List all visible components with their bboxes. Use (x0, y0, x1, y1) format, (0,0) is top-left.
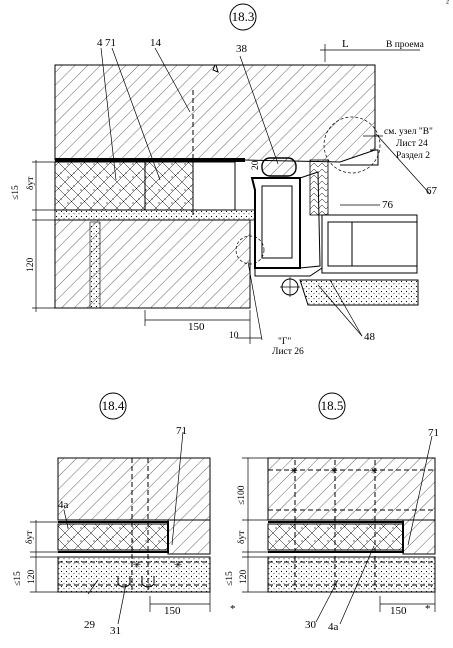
label-30: 30 (305, 619, 317, 631)
detail-18-3: 18.3 (11, 3, 438, 357)
detail-18-3-title-circle (229, 3, 257, 31)
node-B-circle (323, 116, 381, 174)
dim-150-18-5: 150 (390, 605, 407, 617)
label-4a-18-4: 4а (58, 499, 69, 511)
insulation-14-gap (192, 161, 236, 211)
mortar-layer (54, 209, 256, 221)
node-ref-line3: Раздел 2 (396, 151, 430, 161)
star-18-5: * (425, 603, 431, 615)
insulation-4 (54, 161, 146, 211)
page-marker: ² (446, 0, 449, 9)
svg-text:✳: ✳ (133, 560, 141, 571)
dim-15-18-4: ≤15 (13, 571, 23, 586)
label-48: 48 (364, 331, 376, 343)
block-30 (267, 556, 436, 593)
node-ref-line2: Лист 24 (396, 139, 428, 149)
dim-15-18-5: ≤15 (225, 571, 235, 586)
window-sash (321, 214, 418, 274)
dim-120-18-5: 120 (239, 570, 249, 585)
label-L: L (342, 38, 349, 50)
wood-frame-76 (309, 159, 329, 216)
lower-wall (54, 219, 251, 309)
dim-dyt: δут (26, 176, 36, 190)
dim-15: ≤15 (11, 185, 21, 200)
window-frame (250, 177, 301, 269)
insulation-71-18-5 (402, 519, 436, 555)
dim-150-18-4: 150 (164, 605, 181, 617)
dim-dyt-18-5: δут (237, 530, 247, 544)
dim-100-18-5: ≤100 (237, 485, 247, 505)
label-20: 20 (251, 160, 261, 170)
node-G-circle (235, 235, 265, 265)
insulation-71-18-4 (167, 519, 211, 555)
svg-text:✳: ✳ (174, 560, 182, 571)
seal-strip (55, 158, 245, 162)
dim-10: 10 (229, 331, 239, 341)
label-4a-18-5: 4а (328, 621, 339, 633)
mortar-column (89, 221, 101, 309)
svg-text:✳: ✳ (290, 466, 298, 477)
detail-18-5: 18.5 ✳ ✳ ✳ 71 30 4а ≤100 δут ≤ (225, 392, 439, 633)
dim-dyt-18-4: δут (25, 530, 35, 544)
label-71: 71 (105, 37, 116, 49)
svg-text:✳: ✳ (330, 466, 338, 477)
dim-150: 150 (188, 321, 205, 333)
label-G: "Г" (278, 337, 291, 347)
label-v-proeme: В проема (386, 40, 425, 50)
label-4: 4 (97, 37, 103, 49)
detail-18-5-title-circle (318, 392, 346, 420)
label-71-18-4: 71 (176, 425, 187, 437)
detail-18-4: 18.4 ✳ ✳ 4а 71 29 31 δут ≤15 120 (13, 392, 236, 637)
label-67: 67 (426, 185, 438, 197)
detail-18-4-title-circle (99, 392, 127, 420)
upper-wall-18-4 (57, 457, 211, 521)
label-31: 31 (110, 625, 121, 637)
insulation-71 (144, 161, 194, 211)
detail-18-3-title: 18.3 (232, 9, 255, 24)
label-29: 29 (84, 619, 96, 631)
star-18-4: * (230, 603, 236, 615)
dim-120: 120 (26, 258, 36, 273)
block-29 (57, 556, 211, 593)
detail-18-5-title: 18.5 (321, 398, 344, 413)
label-G-sheet: Лист 26 (272, 347, 304, 357)
label-14: 14 (150, 37, 162, 49)
window-sill (299, 279, 419, 306)
label-76: 76 (382, 199, 394, 211)
label-71-18-5: 71 (428, 427, 439, 439)
detail-18-4-title: 18.4 (102, 398, 125, 413)
insulation-4a-18-4 (57, 523, 169, 551)
seal-38 (261, 157, 297, 177)
dim-120-18-4: 120 (27, 570, 37, 585)
svg-text:✳: ✳ (370, 466, 378, 477)
upper-wall-slab (54, 64, 376, 163)
node-ref-line1: см. узел "В" (384, 127, 433, 137)
anchor-31 (117, 576, 131, 588)
label-38: 38 (236, 43, 248, 55)
